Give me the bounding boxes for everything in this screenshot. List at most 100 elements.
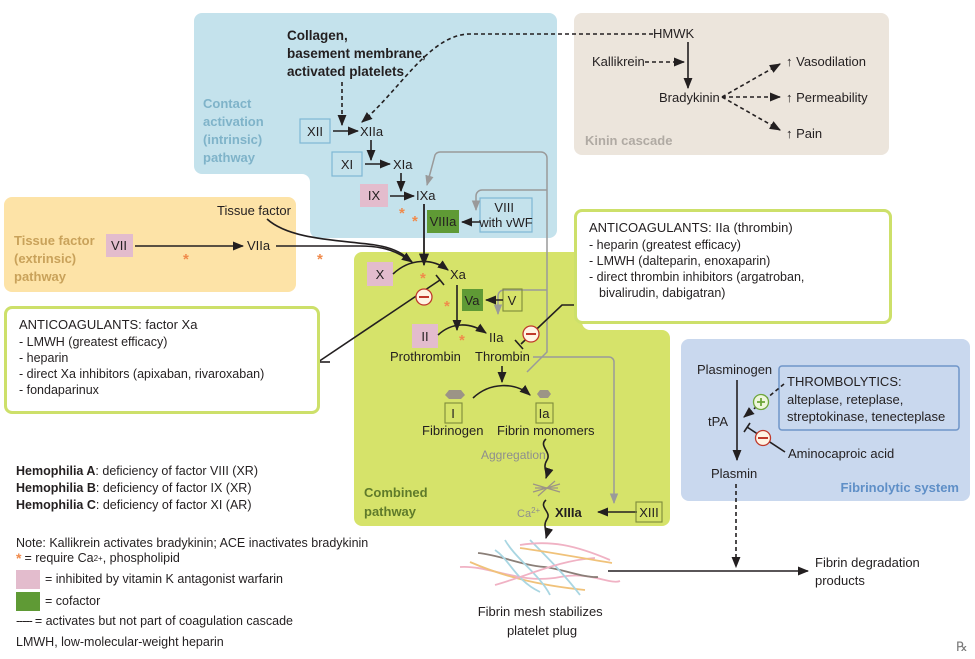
legend-warfarin: = inhibited by vitamin K antagonist warf… bbox=[16, 570, 368, 589]
factor-i: I bbox=[451, 406, 455, 421]
factor-xa: Xa bbox=[450, 267, 467, 282]
kinin-cascade-label: Kinin cascade bbox=[585, 133, 672, 148]
factor-va-box bbox=[462, 289, 483, 311]
hemophilia-c: Hemophilia C: deficiency of factor XI (A… bbox=[16, 497, 258, 514]
hemophilia-desc: : deficiency of factor IX (XR) bbox=[95, 481, 252, 495]
factor-xi-box bbox=[331, 151, 363, 177]
calcium-star: * bbox=[459, 332, 465, 349]
thrombolytics-dashed-arrow bbox=[743, 383, 785, 418]
factor-ix: IX bbox=[368, 188, 381, 203]
anticoagulant-item: - direct Xa inhibitors (apixaban, rivaro… bbox=[19, 367, 265, 381]
effect-vasodilation: ↑ Vasodilation bbox=[786, 54, 866, 69]
thrombin: Thrombin bbox=[475, 349, 530, 364]
legend-dashed: ----- = activates but not part of coagul… bbox=[16, 613, 368, 630]
calcium-star: * bbox=[183, 251, 189, 268]
anticoagulants-iia-box: ANTICOAGULANTS: IIa (thrombin) - heparin… bbox=[574, 209, 892, 324]
calcium-star: * bbox=[444, 298, 450, 315]
anticoagulants-xa-title: ANTICOAGULANTS: factor Xa bbox=[19, 317, 198, 332]
tissue-factor-region bbox=[4, 197, 296, 292]
ii-to-iia-arrow bbox=[437, 323, 487, 336]
hemophilia-name: Hemophilia B bbox=[16, 481, 96, 495]
factor-xii: XII bbox=[307, 124, 323, 139]
thrombin-feedback-to-ixa bbox=[425, 151, 548, 373]
fibrinogen: Fibrinogen bbox=[422, 423, 483, 438]
kallikrein: Kallikrein bbox=[592, 54, 645, 69]
factor-viii-box bbox=[479, 197, 533, 233]
contact-pathway-label: Contact activation (intrinsic) pathway bbox=[203, 96, 267, 165]
warfarin-swatch bbox=[16, 570, 40, 589]
factor-vii-box bbox=[106, 234, 133, 257]
bradykinin: Bradykinin bbox=[659, 90, 720, 105]
fibrin-mesh-icon bbox=[459, 539, 621, 596]
x-to-xa-arrow bbox=[392, 260, 449, 275]
factor-x: X bbox=[376, 267, 385, 282]
legend-warfarin-text: = inhibited by vitamin K antagonist warf… bbox=[45, 572, 283, 586]
factor-xi: XI bbox=[341, 157, 353, 172]
anticoagulants-xa-box: ANTICOAGULANTS: factor Xa - LMWH (greate… bbox=[4, 306, 320, 414]
tpa: tPA bbox=[708, 414, 728, 429]
hemophilia-name: Hemophilia C bbox=[16, 498, 96, 512]
fibrin-mesh-label: Fibrin mesh stabilizes platelet plug bbox=[478, 604, 607, 638]
superscript: 2+ bbox=[93, 554, 103, 563]
thrombolytics-box bbox=[778, 365, 960, 431]
calcium-star: * bbox=[317, 251, 323, 268]
hemophilia-a: Hemophilia A: deficiency of factor VIII … bbox=[16, 463, 258, 480]
hemophilia-desc: : deficiency of factor VIII (XR) bbox=[95, 464, 258, 478]
calcium-star: * bbox=[420, 270, 426, 287]
factor-vii: VII bbox=[111, 238, 127, 253]
plasmin: Plasmin bbox=[711, 466, 757, 481]
legend-cofactor-text: = cofactor bbox=[45, 594, 101, 608]
calcium-star: * bbox=[412, 213, 418, 230]
factor-viia: VIIa bbox=[247, 238, 271, 253]
factor-xiii: XIII bbox=[639, 505, 659, 520]
hmwk: HMWK bbox=[653, 26, 694, 41]
legend: Note: Kallikrein activates bradykinin; A… bbox=[16, 535, 368, 651]
anticoagulant-item: bivalirudin, dabigatran) bbox=[599, 286, 726, 300]
fibrin-degradation-products: Fibrin degradation products bbox=[815, 555, 923, 588]
factor-viii-vwf: VIII with vWF bbox=[478, 200, 533, 230]
effect-pain: ↑ Pain bbox=[786, 126, 822, 141]
legend-dashed-text: = activates but not part of coagulation … bbox=[34, 614, 293, 628]
factor-viiia-box bbox=[427, 210, 459, 233]
combined-pathway-region bbox=[354, 252, 670, 526]
anticoagulants-iia-title: ANTICOAGULANTS: IIa (thrombin) bbox=[589, 220, 793, 235]
thrombolytics-text: THROMBOLYTICS: alteplase, reteplase, str… bbox=[787, 374, 945, 424]
factor-ix-box bbox=[360, 184, 388, 207]
effect-permeability: ↑ Permeability bbox=[786, 90, 868, 105]
factor-viiia: VIIIa bbox=[430, 214, 458, 229]
tissue-factor: Tissue factor bbox=[217, 203, 292, 218]
aggregation-label: Aggregation bbox=[481, 448, 546, 462]
crosslink-squiggle-arrow bbox=[542, 499, 554, 540]
aminocaproic-acid: Aminocaproic acid bbox=[788, 446, 894, 461]
xa-inhibit-bar bbox=[435, 274, 445, 286]
anticoagulant-item: - direct thrombin inhibitors (argatroban… bbox=[589, 270, 805, 284]
factor-xiiia: XIIIa bbox=[555, 505, 583, 520]
legend-star-text: = require Ca bbox=[24, 551, 94, 565]
hemophilia-b: Hemophilia B: deficiency of factor IX (X… bbox=[16, 480, 258, 497]
fibrinolytic-label: Fibrinolytic system bbox=[841, 480, 959, 495]
dashed-line-icon: ----- bbox=[16, 614, 33, 628]
fibrinogen-to-fibrin-arrow bbox=[472, 384, 531, 399]
factor-ii: II bbox=[421, 329, 428, 344]
hmwk-to-xiia-dashed-arrow bbox=[361, 33, 653, 123]
tpa-inhibit-bar bbox=[743, 422, 751, 433]
factor-iia: IIa bbox=[489, 330, 504, 345]
anticoagulant-item: - LMWH (greatest efficacy) bbox=[19, 335, 168, 349]
fibrinolytic-region bbox=[681, 339, 970, 501]
thrombin-to-xiii-arrow bbox=[533, 356, 619, 505]
factor-ia: Ia bbox=[539, 406, 551, 421]
factor-v: V bbox=[508, 293, 517, 308]
fibrin-strands-icon bbox=[532, 480, 561, 497]
prothrombin: Prothrombin bbox=[390, 349, 461, 364]
legend-star-text-post: , phospholipid bbox=[102, 551, 180, 565]
calcium-label: Ca2+ bbox=[517, 506, 541, 520]
rx-logo-icon: ℞ bbox=[956, 639, 968, 654]
factor-ia-box bbox=[535, 402, 554, 424]
cofactor-swatch bbox=[16, 592, 40, 611]
anticoagulant-item: - fondaparinux bbox=[19, 383, 99, 397]
factor-xia: XIa bbox=[393, 157, 413, 172]
kinin-cascade-region bbox=[574, 13, 889, 155]
contact-pathway-region bbox=[194, 13, 557, 238]
star-icon: * bbox=[16, 550, 22, 566]
hemophilia-list: Hemophilia A: deficiency of factor VIII … bbox=[16, 463, 258, 514]
